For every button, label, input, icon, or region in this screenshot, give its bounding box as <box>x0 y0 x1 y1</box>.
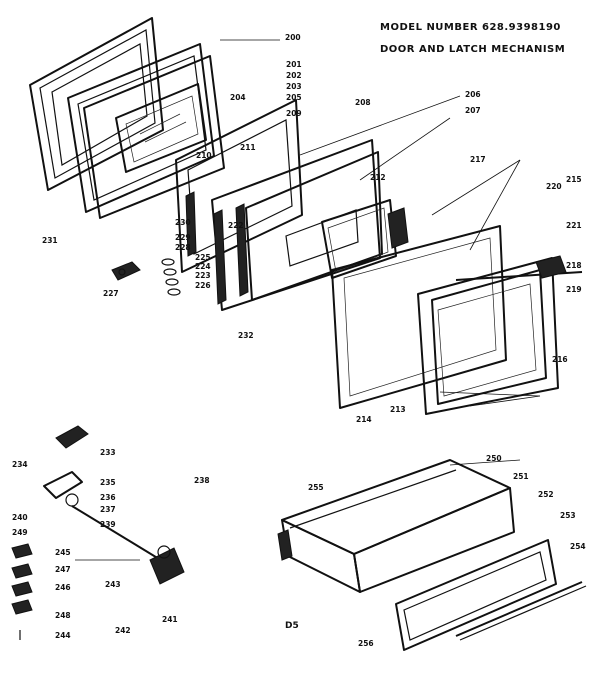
callout-236: 236 <box>100 493 116 502</box>
callout-222: 222 <box>228 221 244 230</box>
callout-250: 250 <box>486 454 502 463</box>
callout-235: 235 <box>100 478 116 487</box>
callout-230: 230 <box>175 218 191 227</box>
callout-217: 217 <box>470 155 486 164</box>
callout-208: 208 <box>355 98 371 107</box>
callout-254: 254 <box>570 542 586 551</box>
storage-drawer-assembly <box>277 459 587 651</box>
door-hinge-lever <box>111 261 141 281</box>
callout-227: 227 <box>103 289 119 298</box>
callout-203: 203 <box>286 82 302 91</box>
hinge-hardware-stack <box>161 258 181 296</box>
inner-door-frame <box>175 99 303 273</box>
callout-215: 215 <box>566 175 582 184</box>
model-number-heading: MODEL NUMBER 628.9398190 <box>380 22 561 33</box>
callout-246: 246 <box>55 583 71 592</box>
callout-244: 244 <box>55 631 71 640</box>
callout-labels: 200 201 202 203 204 205 206 207 208 209 … <box>12 33 586 648</box>
callout-leader-lines <box>75 39 541 561</box>
callout-220: 220 <box>546 182 562 191</box>
callout-209: 209 <box>286 109 302 118</box>
callout-243: 243 <box>105 580 121 589</box>
callout-233: 233 <box>100 448 116 457</box>
callout-221: 221 <box>566 221 582 230</box>
callout-241: 241 <box>162 615 178 624</box>
callout-205: 205 <box>286 93 302 102</box>
callout-234: 234 <box>12 460 28 469</box>
callout-219: 219 <box>566 285 582 294</box>
section-title-heading: DOOR AND LATCH MECHANISM <box>380 44 565 55</box>
door-side-trim-strips <box>213 203 249 305</box>
callout-251: 251 <box>513 472 529 481</box>
window-frame-panel <box>83 55 225 219</box>
callout-226: 226 <box>195 281 211 290</box>
callout-207: 207 <box>465 106 481 115</box>
callout-228: 228 <box>175 243 191 252</box>
callout-248: 248 <box>55 611 71 620</box>
callout-239: 239 <box>100 520 116 529</box>
outer-door-panel <box>29 17 164 191</box>
callout-223: 223 <box>195 271 211 280</box>
callout-237: 237 <box>100 505 116 514</box>
door-liner-panel <box>67 43 215 213</box>
callout-252: 252 <box>538 490 554 499</box>
callout-211: 211 <box>240 143 256 152</box>
callout-245: 245 <box>55 548 71 557</box>
callout-224: 224 <box>195 262 211 271</box>
callout-238: 238 <box>194 476 210 485</box>
glass-door-assembly <box>331 207 583 415</box>
callout-240: 240 <box>12 513 28 522</box>
callout-212: 212 <box>370 173 386 182</box>
callout-231: 231 <box>42 236 58 245</box>
callout-253: 253 <box>560 511 576 520</box>
callout-218: 218 <box>566 261 582 270</box>
callout-247: 247 <box>55 565 71 574</box>
callout-210: 210 <box>196 151 212 160</box>
latch-mechanism-assembly <box>11 425 185 640</box>
callout-225: 225 <box>195 253 211 262</box>
callout-242: 242 <box>115 626 131 635</box>
callout-206: 206 <box>465 90 481 99</box>
callout-202: 202 <box>286 71 302 80</box>
callout-216: 216 <box>552 355 568 364</box>
diagram-caption: D5 <box>285 621 299 631</box>
callout-213: 213 <box>390 405 406 414</box>
callout-256: 256 <box>358 639 374 648</box>
callout-201: 201 <box>286 60 302 69</box>
callout-229: 229 <box>175 233 191 242</box>
callout-255: 255 <box>308 483 324 492</box>
callout-249: 249 <box>12 528 28 537</box>
callout-214: 214 <box>356 415 372 424</box>
callout-232: 232 <box>238 331 254 340</box>
callout-200: 200 <box>285 33 301 42</box>
callout-204: 204 <box>230 93 246 102</box>
